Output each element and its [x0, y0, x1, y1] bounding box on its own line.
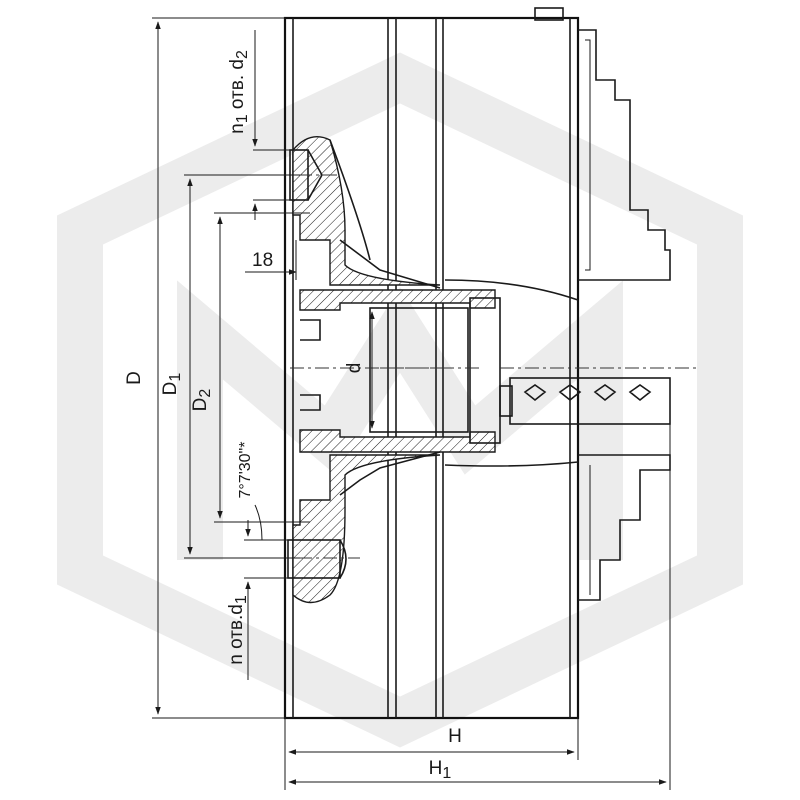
chuck-body	[283, 7, 580, 720]
centerlines	[290, 174, 700, 559]
label-D1: D1	[160, 373, 184, 396]
label-d: d	[344, 363, 365, 374]
dimension-lines	[152, 17, 671, 790]
label-H: H	[448, 726, 462, 747]
drive-screw	[499, 377, 671, 425]
label-D: D	[124, 371, 145, 385]
label-angle: 7°7'30"*	[237, 442, 254, 499]
label-18: 18	[252, 250, 273, 271]
label-holes-bottom: n отв.d1	[226, 595, 250, 665]
label-H1: H1	[429, 758, 452, 782]
label-holes-top: n1 отв. d2	[227, 50, 251, 134]
label-D2: D2	[190, 389, 214, 412]
watermark-logo	[57, 52, 743, 748]
dimension-labels: D D1 D2 d 18 7°7'30"* n1 отв. d2 n отв.d…	[124, 50, 462, 782]
